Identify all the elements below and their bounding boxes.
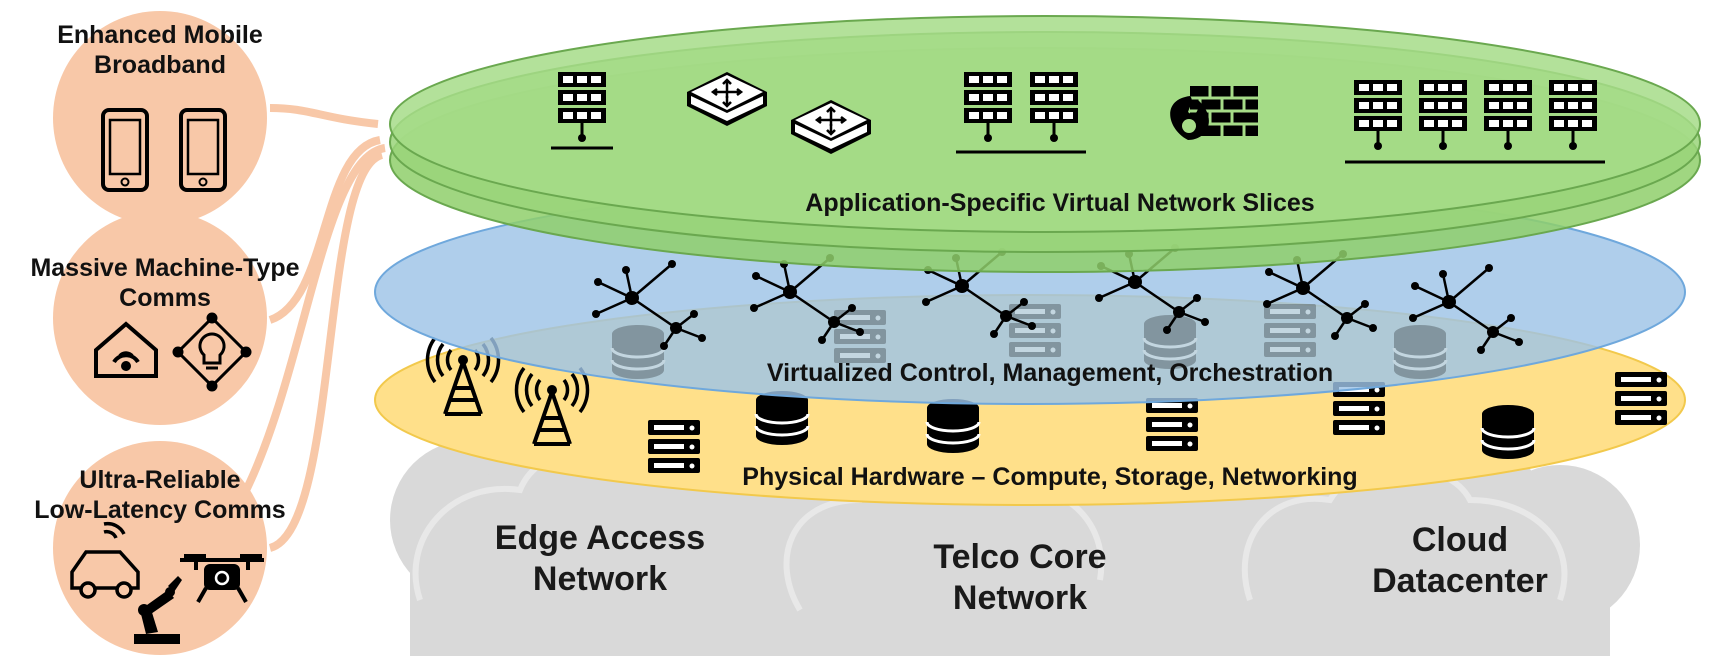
mmtc-title-line1: Massive Machine-Type [30,254,300,282]
use-case-mmtc [53,211,267,425]
use-case-urllc [53,441,267,655]
urllc-title-line2: Low-Latency Comms [34,496,286,524]
server-cluster-icon [1345,78,1605,164]
mmtc-title: Massive Machine-Type Comms [0,253,330,313]
embb-title-line1: Enhanced Mobile [57,21,263,49]
firewall-icon [1170,86,1258,140]
server-icon [1146,398,1198,451]
urllc-title-line1: Ultra-Reliable [79,466,241,494]
region-cloud-line2: Datacenter [1372,562,1548,601]
mmtc-title-line2: Comms [119,284,211,312]
database-icon [925,397,981,455]
slice-layer-ellipse-1 [389,15,1701,233]
region-core-line2: Network [952,579,1088,618]
server-cluster-icon [956,70,1086,154]
use-case-embb [53,11,267,225]
server-icon [1615,372,1667,425]
region-cloud-datacenter: Cloud Datacenter [1320,520,1600,603]
urllc-title: Ultra-Reliable Low-Latency Comms [10,465,310,525]
region-edge-line1: Edge Access [494,519,706,557]
database-icon [1480,403,1536,461]
iot-lightbulb-icon [172,312,252,392]
drone-icon [180,554,264,603]
region-core-line1: Telco Core [933,538,1107,576]
slice-icons [551,70,1605,164]
control-layer-title: Virtualized Control, Management, Orchest… [766,359,1334,387]
smart-home-icon [94,321,158,378]
hardware-layer-title: Physical Hardware – Compute, Storage, Ne… [742,463,1358,491]
region-edge-access: Edge Access Network [460,518,740,601]
connected-car-icon [70,521,140,599]
region-telco-core: Telco Core Network [880,537,1160,620]
database-icon [754,389,810,447]
embb-title: Enhanced Mobile Broadband [40,20,280,80]
region-cloud-line1: Cloud [1411,521,1509,559]
robot-arm-icon [134,576,182,644]
slice-layer-title: Application-Specific Virtual Network Sli… [805,189,1315,217]
region-edge-line2: Network [532,560,668,599]
embb-title-line2: Broadband [94,51,226,79]
